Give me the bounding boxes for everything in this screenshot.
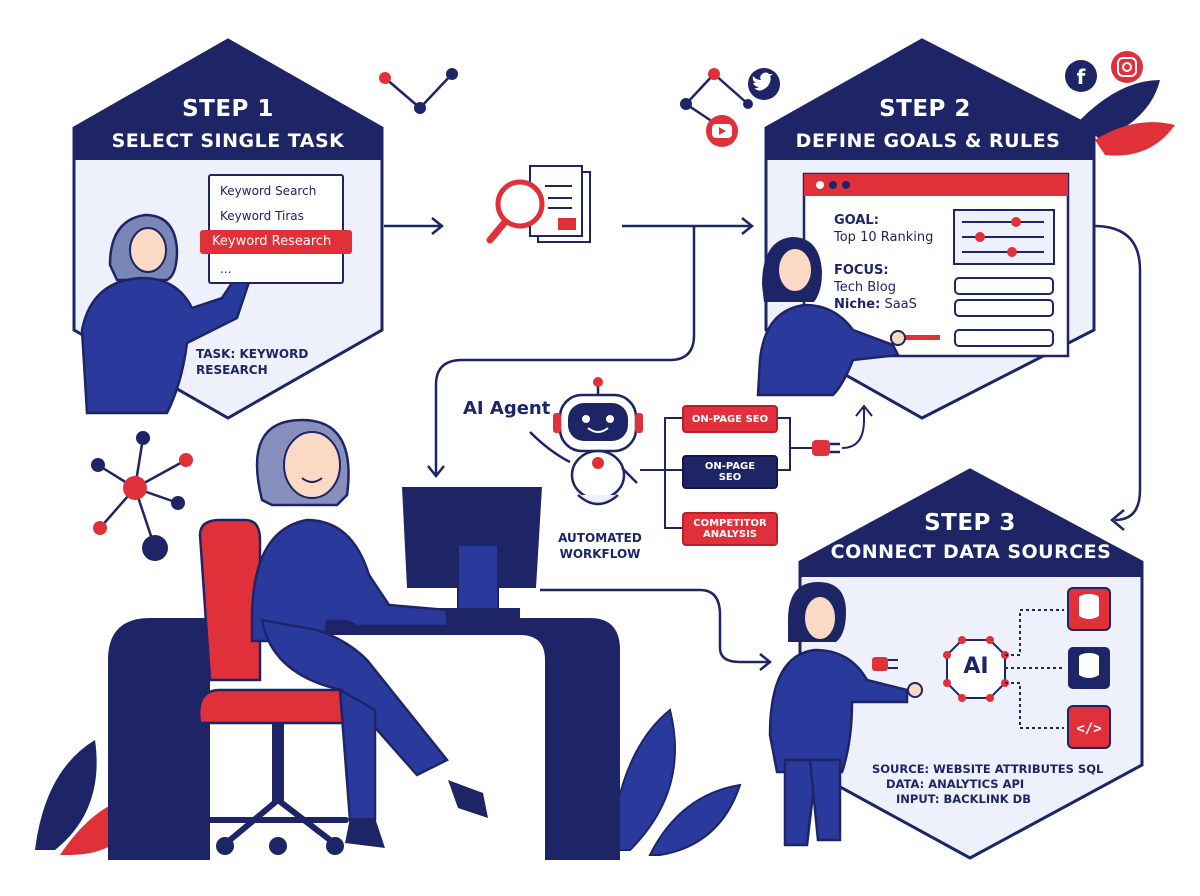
- code-icon: </>: [1067, 705, 1111, 749]
- step2-title: DEFINE GOALS & RULES: [795, 130, 1061, 152]
- focus-value: Tech Blog: [834, 280, 896, 295]
- database-icon: [1067, 587, 1111, 631]
- niche-value: SaaS: [884, 297, 917, 312]
- input-line: INPUT: BACKLINK DB: [896, 792, 1031, 806]
- magnifier-document-icon: [486, 165, 591, 244]
- step1-title: SELECT SINGLE TASK: [111, 130, 345, 152]
- ai-seo-agent-label: AI SEO Agent: [462, 255, 613, 279]
- workflow-branches: [640, 404, 873, 529]
- ai-agent-label: AI Agent: [463, 398, 551, 419]
- step1-number: STEP 1: [182, 96, 274, 122]
- automated-workflow-label: AUTOMATED WORKFLOW: [558, 531, 642, 561]
- youtube-icon: [706, 115, 738, 147]
- database-icon: [1068, 647, 1110, 689]
- step3-number: STEP 3: [924, 510, 1016, 536]
- focus-label: FOCUS:: [834, 263, 889, 278]
- menu-item-keyword-tiras[interactable]: Keyword Tiras: [220, 209, 304, 223]
- source-line: SOURCE: WEBSITE ATTRIBUTES SQL: [872, 762, 1104, 776]
- goal-label: GOAL:: [834, 213, 879, 228]
- step3-sources: SOURCE: WEBSITE ATTRIBUTES SQL DATA: ANA…: [872, 762, 1103, 807]
- instagram-icon: [1111, 51, 1143, 83]
- connector-arrows: [384, 217, 1142, 671]
- step2-number: STEP 2: [879, 96, 971, 122]
- woman-step2-illustration: [756, 237, 906, 397]
- tag-on-page-seo[interactable]: ON-PAGE SEO: [682, 405, 778, 433]
- step1-caption: TASK: KEYWORD RESEARCH: [196, 347, 309, 377]
- molecule-left-icon: [91, 431, 193, 561]
- leaf-decoration-bottom-center: [608, 708, 742, 856]
- niche-label: Niche:: [834, 297, 881, 312]
- ai-chip-label: AI: [963, 654, 989, 679]
- menu-item-keyword-search[interactable]: Keyword Search: [220, 184, 317, 198]
- plug-icon: [812, 440, 840, 456]
- svg-text:</>: </>: [1076, 721, 1101, 737]
- goal-block: GOAL: Top 10 Ranking: [834, 212, 933, 246]
- menu-item-keyword-research[interactable]: Keyword Research: [200, 230, 352, 254]
- focus-block: FOCUS: Tech Blog Niche: SaaS: [834, 262, 917, 313]
- svg-text:f: f: [1077, 65, 1086, 89]
- ai-seo-agent-box: AI SEO Agent: [455, 143, 620, 303]
- twitter-icon: [748, 68, 780, 100]
- data-source-links: [1005, 609, 1064, 729]
- step3-title: CONNECT DATA SOURCES: [830, 541, 1112, 563]
- woman-step3-illustration: [768, 582, 923, 847]
- robot-icon: [529, 377, 643, 506]
- goal-value: Top 10 Ranking: [834, 230, 934, 245]
- data-line: DATA: ANALYTICS API: [886, 777, 1025, 791]
- woman-step1-illustration: [80, 213, 254, 415]
- molecule-top-icon: [379, 68, 458, 114]
- leaf-decoration-top-right: [1080, 80, 1175, 156]
- menu-item-more[interactable]: ...: [220, 262, 232, 276]
- facebook-icon: f: [1065, 60, 1097, 92]
- main-woman-illustration: [250, 418, 488, 848]
- monitor-illustration: [360, 487, 542, 618]
- task-menu: Keyword Search Keyword Tiras Keyword Res…: [200, 174, 352, 284]
